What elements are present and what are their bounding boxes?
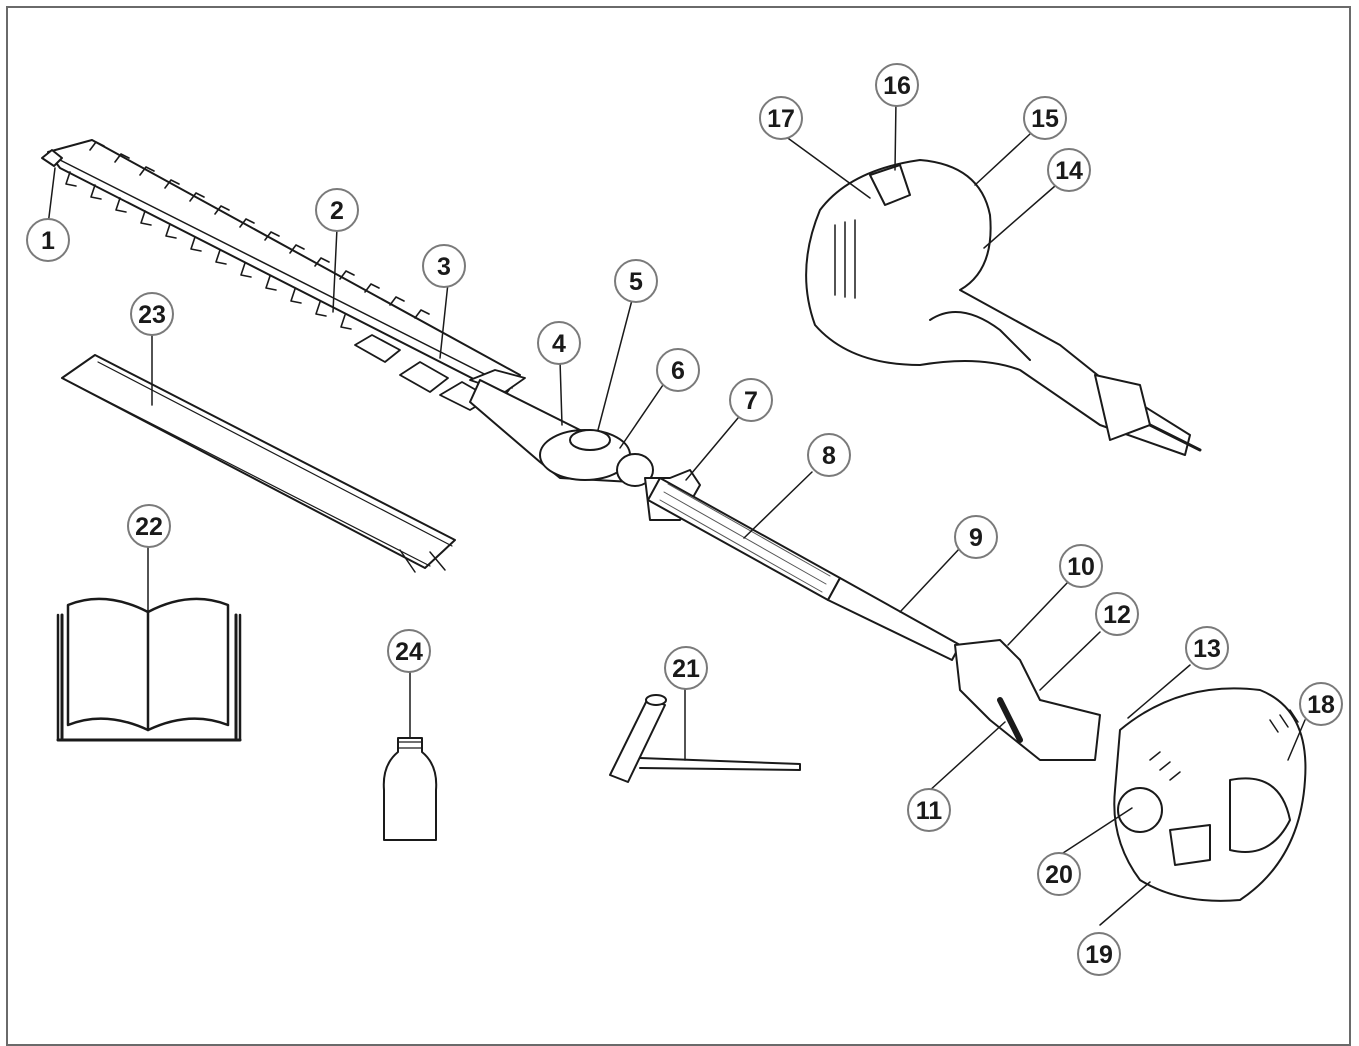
engine-unit-icon — [954, 639, 1307, 902]
callout-circle — [387, 629, 431, 673]
callout-label: 19 — [1085, 941, 1113, 969]
shaft-grip-icon — [647, 477, 961, 661]
callout-label: 10 — [1067, 553, 1095, 581]
callout-11: 11 — [907, 788, 951, 832]
callout-16: 16 — [875, 63, 919, 107]
manual-book-icon — [56, 597, 242, 742]
callout-circle — [1047, 148, 1091, 192]
callout-label: 18 — [1307, 691, 1335, 719]
callout-circle — [875, 63, 919, 107]
callout-circle — [1037, 852, 1081, 896]
callout-circle — [729, 378, 773, 422]
callout-circle — [1059, 544, 1103, 588]
callout-4: 4 — [537, 321, 581, 365]
callout-circle — [537, 321, 581, 365]
callout-label: 4 — [552, 330, 566, 358]
callout-label: 7 — [744, 387, 758, 415]
callout-24: 24 — [387, 629, 431, 673]
callout-label: 17 — [767, 105, 795, 133]
callout-1: 1 — [26, 218, 70, 262]
callout-label: 5 — [629, 268, 643, 296]
callout-9: 9 — [954, 515, 998, 559]
callout-3: 3 — [422, 244, 466, 288]
callout-18: 18 — [1299, 682, 1343, 726]
callout-circle — [656, 348, 700, 392]
callout-label: 6 — [671, 357, 685, 385]
diagram-frame — [6, 6, 1351, 1046]
callout-circle — [1095, 592, 1139, 636]
leader-lines — [47, 99, 1306, 926]
spark-plug-wrench-icon — [609, 694, 801, 783]
callout-15: 15 — [1023, 96, 1067, 140]
oil-bottle-icon — [382, 737, 438, 841]
callout-label: 8 — [822, 442, 836, 470]
callout-label: 12 — [1103, 601, 1131, 629]
callout-circle — [315, 188, 359, 232]
callout-6: 6 — [656, 348, 700, 392]
callout-circle — [1185, 626, 1229, 670]
callout-label: 13 — [1193, 635, 1221, 663]
callout-label: 15 — [1031, 105, 1059, 133]
callout-14: 14 — [1047, 148, 1091, 192]
callout-10: 10 — [1059, 544, 1103, 588]
callout-label: 2 — [330, 197, 344, 225]
callout-circle — [127, 504, 171, 548]
callout-circle — [807, 433, 851, 477]
callout-19: 19 — [1077, 932, 1121, 976]
callout-circle — [422, 244, 466, 288]
callout-circle — [664, 646, 708, 690]
callout-20: 20 — [1037, 852, 1081, 896]
callout-label: 11 — [916, 797, 943, 825]
callout-label: 21 — [672, 655, 700, 683]
callout-label: 3 — [437, 253, 451, 281]
callout-circle — [1299, 682, 1343, 726]
engine-unit-icon — [805, 159, 1202, 456]
callout-label: 20 — [1045, 861, 1073, 889]
callout-circle — [907, 788, 951, 832]
callout-label: 1 — [41, 227, 55, 255]
callout-22: 22 — [127, 504, 171, 548]
callout-label: 23 — [138, 301, 166, 329]
callout-5: 5 — [614, 259, 658, 303]
blade-guard-icon — [61, 354, 456, 573]
callout-17: 17 — [759, 96, 803, 140]
callout-circle — [130, 292, 174, 336]
callout-circle — [26, 218, 70, 262]
callout-13: 13 — [1185, 626, 1229, 670]
callout-12: 12 — [1095, 592, 1139, 636]
callout-8: 8 — [807, 433, 851, 477]
callout-circle — [954, 515, 998, 559]
callout-circle — [1023, 96, 1067, 140]
callout-21: 21 — [664, 646, 708, 690]
callout-2: 2 — [315, 188, 359, 232]
callout-label: 14 — [1055, 157, 1083, 185]
callout-circle — [1077, 932, 1121, 976]
callout-label: 22 — [135, 513, 163, 541]
callout-circle — [759, 96, 803, 140]
callout-7: 7 — [729, 378, 773, 422]
callout-label: 9 — [969, 524, 983, 552]
hedge-blade-icon — [41, 139, 526, 411]
callout-23: 23 — [130, 292, 174, 336]
callout-circle — [614, 259, 658, 303]
callout-label: 24 — [395, 638, 423, 666]
callout-label: 16 — [883, 72, 911, 100]
